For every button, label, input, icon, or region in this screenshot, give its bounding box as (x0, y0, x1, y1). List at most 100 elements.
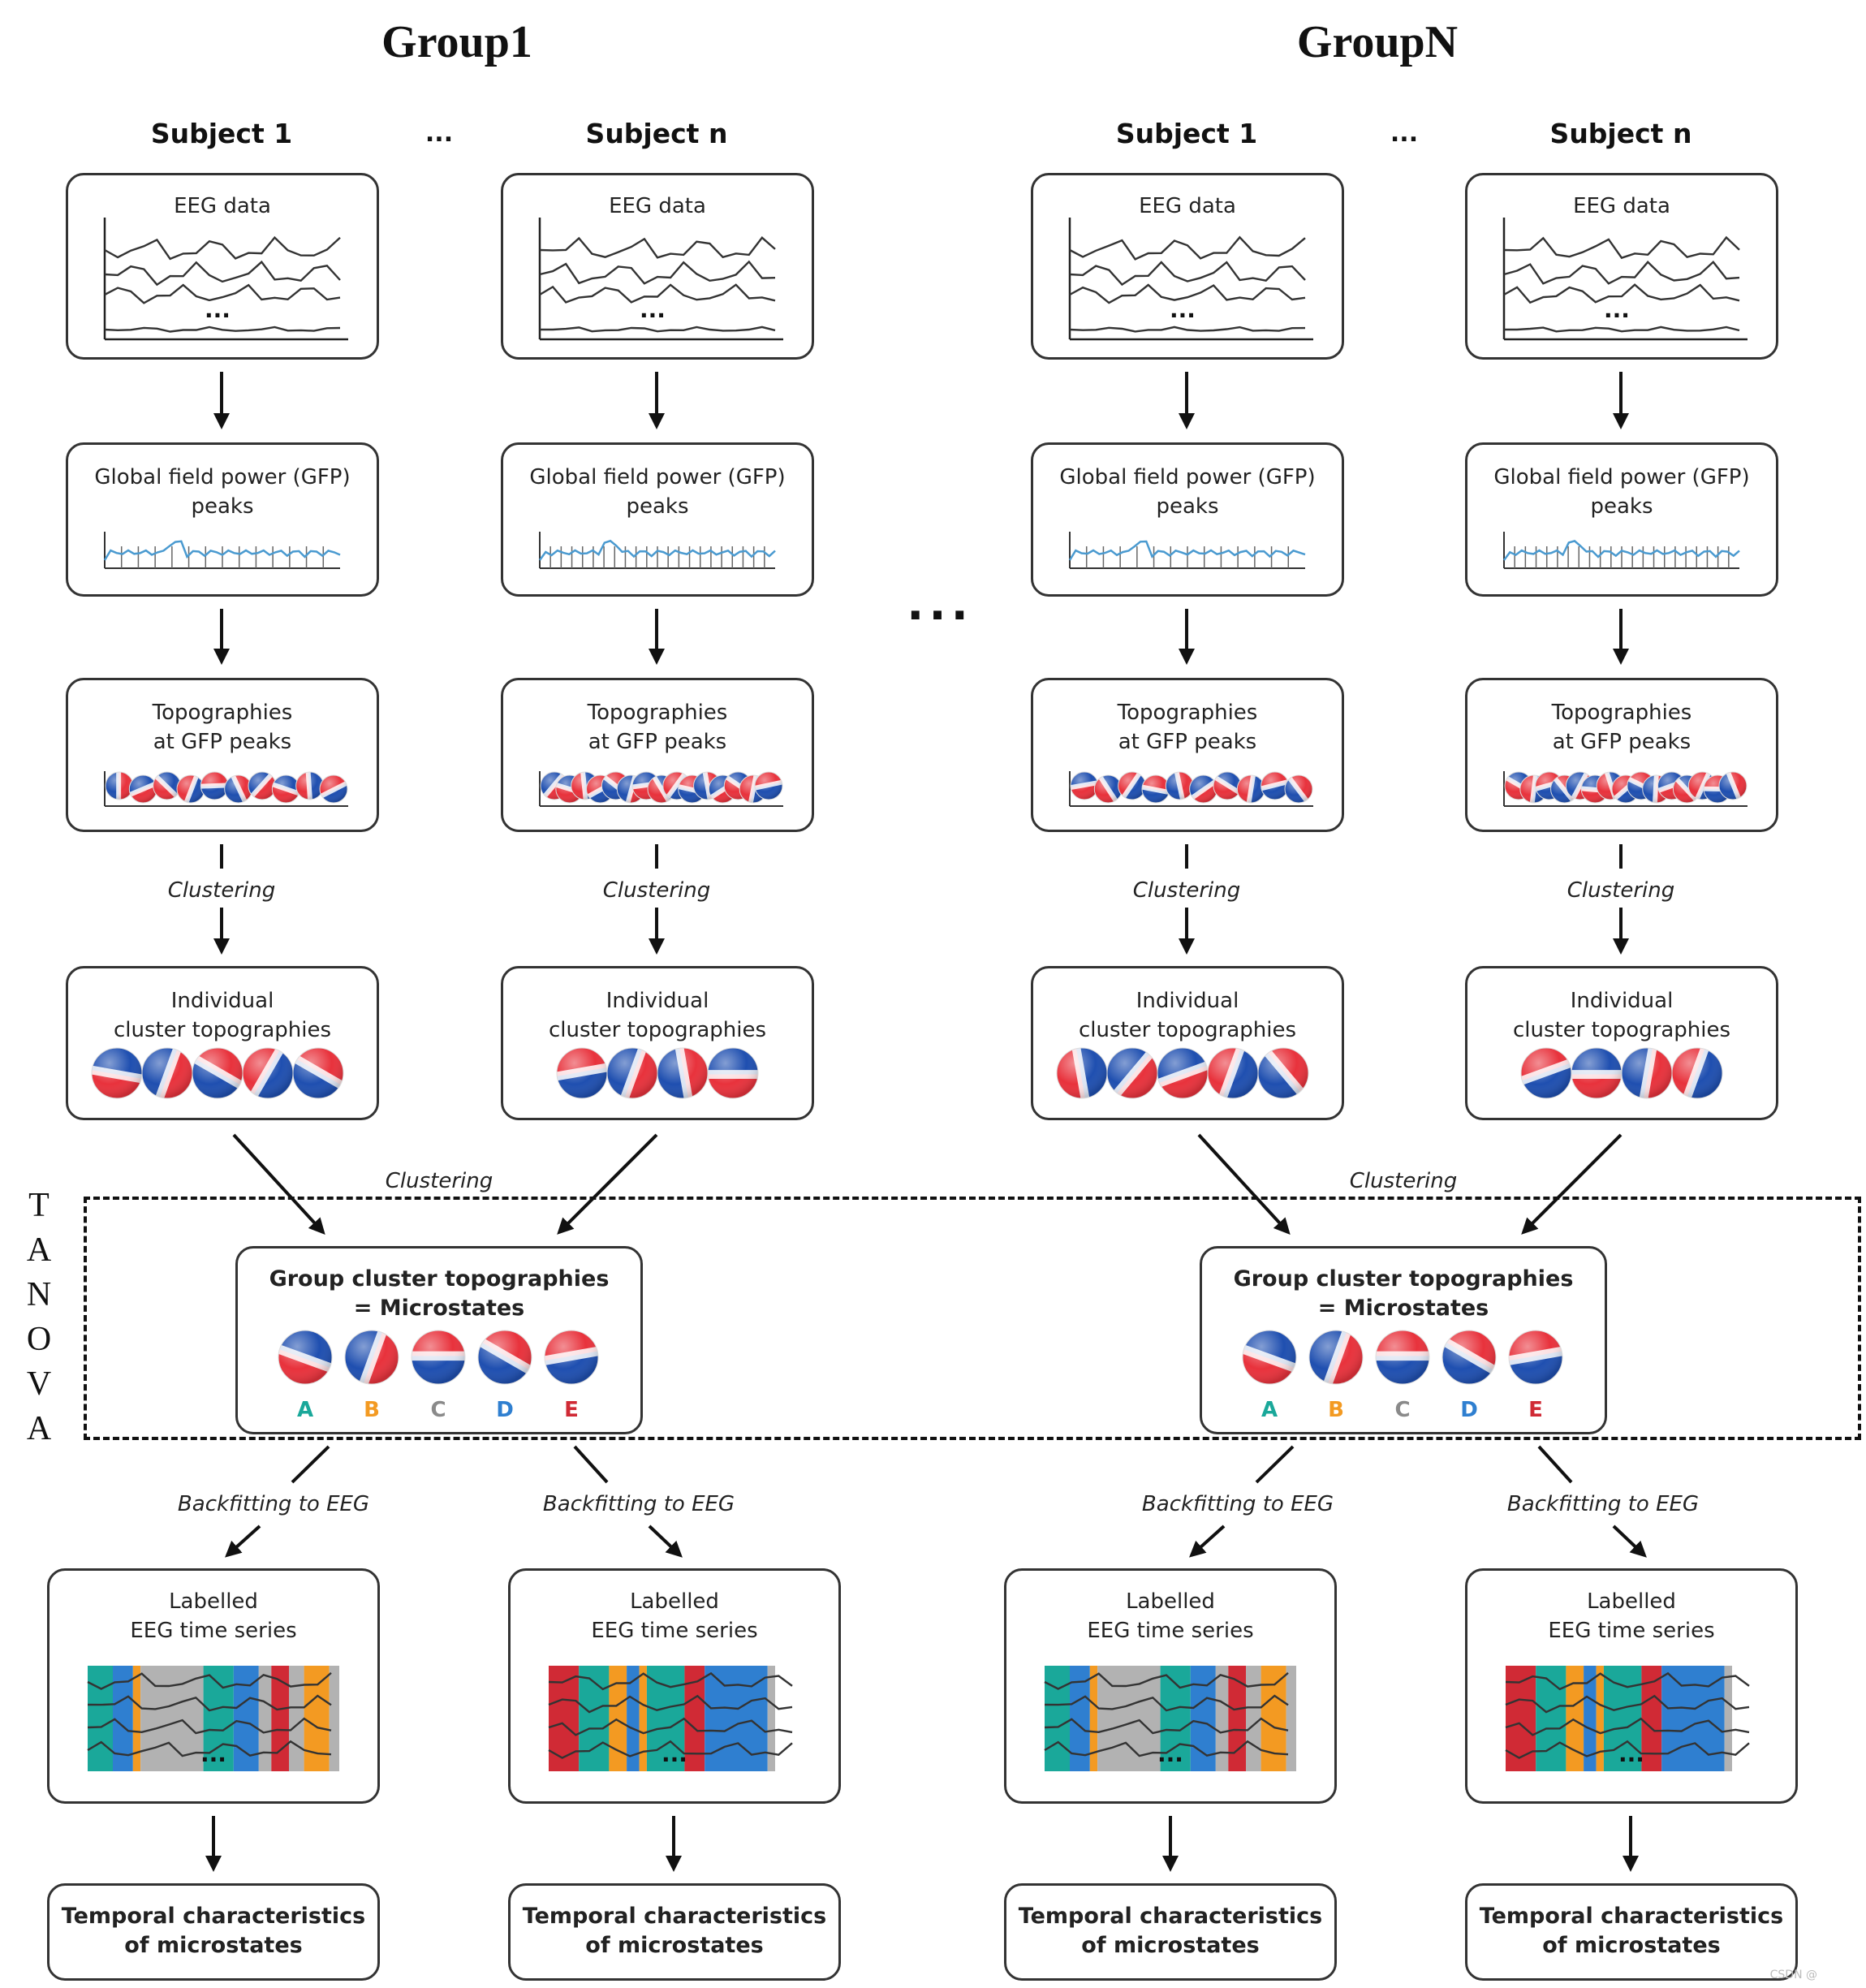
eeg-trace (1044, 1671, 1289, 1690)
cluster-topography-icon (92, 1048, 142, 1098)
cluster-topography-icon (1157, 1048, 1208, 1098)
flow-arrow (648, 1524, 683, 1558)
clustering-label: Clustering (385, 1169, 493, 1193)
eeg-data-box-label: EEG data (174, 194, 271, 218)
microstate-letter: E (1528, 1398, 1543, 1422)
microstate-segment (258, 1666, 272, 1771)
eeg-trace (1044, 1694, 1289, 1712)
cluster-topography-icon (1622, 1048, 1672, 1098)
cluster-topography-icon (1258, 1048, 1308, 1098)
microstate-segment (88, 1666, 113, 1771)
topography-peak-icon (1719, 772, 1747, 800)
flow-arrow (225, 1524, 261, 1558)
topography-peak-icon (129, 775, 157, 803)
microstate-segment (1261, 1666, 1286, 1771)
topography-peak-icon (153, 772, 181, 800)
eeg-trace (1505, 1694, 1750, 1714)
group-microstates-box-label: Group cluster topographies = Microstates (269, 1266, 610, 1321)
microstate-d-icon (478, 1330, 532, 1384)
subject-label: Subject 1 (1115, 118, 1258, 149)
flow-arrow (1521, 1133, 1623, 1235)
eeg-trace (104, 326, 341, 333)
topography-peak-icon (224, 775, 252, 803)
microstate-segment (627, 1666, 640, 1771)
topography-peak-icon (272, 775, 300, 803)
temporal-characteristics-box: Temporal characteristics of microstates (1465, 1883, 1798, 1981)
gfp-curve (103, 540, 341, 561)
cluster-topography-icon (1107, 1048, 1157, 1098)
eeg-trace (87, 1717, 332, 1735)
microstate-letter: D (1460, 1398, 1478, 1422)
eeg-data-box: EEG data (1465, 173, 1778, 360)
eeg-data-box-label: EEG data (609, 194, 706, 218)
topography-peak-icon (1094, 775, 1123, 803)
series-ellipsis: ... (1618, 1740, 1644, 1767)
topography-peak-icon (755, 772, 782, 800)
cluster-topography-icon (293, 1048, 343, 1098)
microstate-b-icon (345, 1330, 399, 1384)
topography-peak-icon (177, 775, 205, 803)
topography-peak-icon (1189, 775, 1217, 803)
eeg-trace (1503, 235, 1740, 260)
gfp-peaks-box: Global field power (GFP) peaks (1031, 442, 1344, 597)
microstate-segment (1246, 1666, 1261, 1771)
cluster-topography-icon (1672, 1048, 1722, 1098)
microstate-segment (767, 1666, 775, 1771)
topographies-box-label: Topographies at GFP peaks (152, 701, 293, 754)
microstate-a-icon (278, 1330, 332, 1384)
microstate-letter: C (1394, 1398, 1410, 1422)
eeg-trace (1503, 260, 1740, 285)
topography-peak-icon (106, 772, 133, 800)
microstate-letter: D (496, 1398, 514, 1422)
cluster-topography-icon (708, 1048, 758, 1098)
eeg-data-box-label: EEG data (1573, 194, 1670, 218)
clustering-label: Clustering (1349, 1169, 1458, 1193)
gfp-curve (1068, 540, 1306, 561)
labelled-series-box-label: Labelled EEG time series (130, 1589, 297, 1643)
eeg-trace (1504, 326, 1740, 333)
gfp-peaks-box-label: Global field power (GFP) peaks (1059, 465, 1316, 519)
microstate-c-icon (1376, 1330, 1429, 1384)
gfp-peaks-box: Global field power (GFP) peaks (66, 442, 379, 597)
microstate-segment (329, 1666, 339, 1771)
backfitting-label: Backfitting to EEG (1141, 1492, 1334, 1516)
topography-peak-icon (1213, 772, 1241, 800)
microstate-c-icon (412, 1330, 465, 1384)
gfp-peaks-box-label: Global field power (GFP) peaks (1493, 465, 1750, 519)
series-ellipsis: ... (662, 1740, 687, 1767)
cluster-topography-icon (192, 1048, 243, 1098)
temporal-characteristics-box: Temporal characteristics of microstates (508, 1883, 841, 1981)
individual-clusters-box: Individual cluster topographies (501, 966, 814, 1120)
eeg-trace (104, 260, 341, 287)
topographies-box-label: Topographies at GFP peaks (1117, 701, 1258, 754)
cluster-topography-icon (1208, 1048, 1258, 1098)
microstate-d-icon (1442, 1330, 1496, 1384)
microstate-letter: C (430, 1398, 446, 1422)
eeg-trace (539, 260, 776, 285)
tanova-region (84, 1197, 1861, 1440)
topography-peak-icon (1285, 775, 1312, 803)
backfitting-label: Backfitting to EEG (542, 1492, 735, 1516)
microstate-letter: A (297, 1398, 313, 1422)
microstate-segment (1089, 1666, 1098, 1771)
series-ellipsis: ... (1157, 1740, 1183, 1767)
microstate-segment (1286, 1666, 1296, 1771)
microstate-b-icon (1309, 1330, 1363, 1384)
eeg-trace (548, 1717, 793, 1736)
connector-line (1537, 1445, 1573, 1484)
topography-peak-icon (200, 772, 229, 800)
topography-peak-icon (295, 772, 324, 800)
microstate-segment (1584, 1666, 1597, 1771)
eeg-trace (539, 283, 776, 304)
cluster-topography-icon (1521, 1048, 1571, 1098)
microstate-letter: B (364, 1398, 380, 1422)
topography-peak-icon (1118, 772, 1146, 800)
topography-peak-icon (320, 775, 347, 803)
eeg-trace (87, 1671, 332, 1690)
individual-clusters-box-label: Individual cluster topographies (1078, 989, 1297, 1042)
temporal-characteristics-box: Temporal characteristics of microstates (47, 1883, 380, 1981)
group-title-n: GroupN (1296, 17, 1459, 67)
microstate-segment (289, 1666, 304, 1771)
